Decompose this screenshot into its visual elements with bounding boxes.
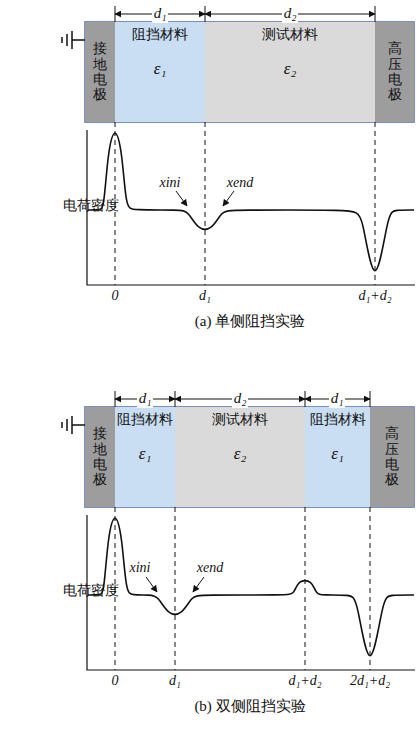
- axis-tick-label: d₁: [169, 673, 181, 689]
- panel: [62, 6, 415, 285]
- guide-line: [305, 507, 306, 670]
- guide-line: [175, 507, 176, 670]
- material-layer: 阻挡材料 ε₁: [115, 22, 205, 122]
- permittivity-symbol: ε₂: [284, 60, 297, 79]
- layer-name: 阻挡材料: [117, 412, 173, 427]
- ground-symbol: [62, 416, 85, 434]
- layer-name: 测试材料: [262, 27, 318, 42]
- layer-name: 测试材料: [212, 412, 268, 427]
- leader-line: [223, 191, 234, 206]
- axis-tick-label: d₁+d₂: [288, 673, 321, 689]
- electrode-label: 接地电极: [93, 426, 107, 488]
- layer-name: 阻挡材料: [310, 412, 366, 427]
- permittivity-symbol: ε₁: [139, 445, 152, 464]
- guide-line: [205, 122, 206, 285]
- permittivity-symbol: ε₁: [154, 60, 167, 79]
- axis-tick-label: 2d₁+d₂: [350, 673, 390, 689]
- dimension-label: d₁: [137, 390, 154, 407]
- dimension-tick: [175, 391, 176, 407]
- electrode-block: 高压电极: [375, 22, 414, 122]
- guide-line: [370, 507, 371, 670]
- position-label: xend: [197, 560, 223, 576]
- dimension-tick: [205, 6, 206, 22]
- electrode-label: 接地电极: [93, 41, 107, 103]
- plot-axis: [87, 515, 415, 670]
- leader-line: [193, 577, 204, 592]
- axis-title: 电荷密度: [63, 582, 77, 598]
- dimension-label: d₁: [329, 390, 346, 407]
- axis-tick-label: 0: [112, 673, 119, 689]
- subfigure-caption: (b) 双侧阻挡实验: [194, 698, 305, 715]
- guide-line: [115, 507, 116, 670]
- layer-name: 阻挡材料: [132, 27, 188, 42]
- dimension-tick: [370, 391, 371, 407]
- permittivity-symbol: ε₂: [234, 445, 247, 464]
- axis-tick-label: d₁: [199, 288, 211, 304]
- material-layer: 测试材料 ε₂: [205, 22, 375, 122]
- dimension-label: d₂: [232, 390, 249, 407]
- sample-frame: [85, 22, 414, 122]
- dimension-tick: [115, 6, 116, 22]
- dimension-tick: [305, 391, 306, 407]
- charge-density-curve: [88, 133, 414, 270]
- electrode-block: 接地电极: [85, 22, 115, 122]
- position-label: xini: [130, 560, 151, 576]
- panel: [62, 391, 415, 670]
- leader-line: [146, 577, 157, 592]
- guide-line: [115, 122, 116, 285]
- permittivity-symbol: ε₁: [331, 445, 344, 464]
- axis-tick-label: 0: [112, 288, 119, 304]
- guide-line: [375, 122, 376, 285]
- axis-title: 电荷密度: [63, 197, 77, 213]
- material-layer: 阻挡材料 ε₁: [305, 407, 370, 507]
- dimension-label: d₂: [282, 5, 299, 22]
- material-layer: 测试材料 ε₂: [175, 407, 305, 507]
- charge-density-curve: [88, 518, 414, 655]
- electrode-block: 接地电极: [85, 407, 115, 507]
- position-label: xini: [160, 175, 181, 191]
- subfigure-caption: (a) 单侧阻挡实验: [195, 313, 305, 330]
- material-layer: 阻挡材料 ε₁: [115, 407, 175, 507]
- leader-line: [176, 191, 187, 206]
- dimension-tick: [375, 6, 376, 22]
- electrode-block: 高压电极: [370, 407, 414, 507]
- ground-symbol: [62, 31, 85, 49]
- electrode-label: 高压电极: [388, 41, 402, 103]
- dimension-tick: [115, 391, 116, 407]
- dimension-label: d₁: [152, 5, 169, 22]
- electrode-label: 高压电极: [385, 426, 399, 488]
- position-label: xend: [227, 175, 253, 191]
- sample-frame: [85, 407, 414, 507]
- axis-tick-label: d₁+d₂: [358, 288, 391, 304]
- plot-axis: [87, 130, 415, 285]
